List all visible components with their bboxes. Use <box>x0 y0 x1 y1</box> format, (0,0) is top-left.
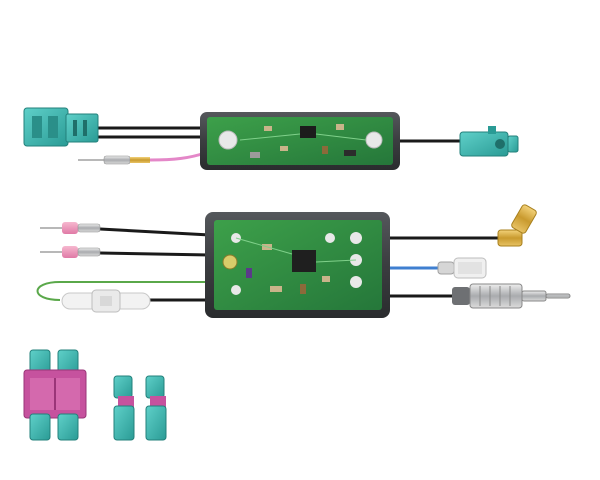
amplifier-housing-middle <box>205 212 390 318</box>
spade-terminal-blue <box>437 257 487 279</box>
amplifier-housing-top <box>200 112 400 170</box>
crimp-pin-pink <box>78 155 150 165</box>
product-fakra-adapter <box>23 107 519 170</box>
crimp-pin-pink-1 <box>40 222 101 234</box>
fakra-single-connector-1 <box>113 375 135 441</box>
fakra-double-connector-magenta <box>23 349 87 441</box>
din-antenna-plug <box>452 283 571 309</box>
product-fakra-connector-set <box>23 349 167 441</box>
smb-gold-connector <box>497 204 537 247</box>
crimp-pin-pink-2 <box>40 246 101 258</box>
inline-fuse-holder <box>61 289 151 313</box>
fakra-double-connector <box>23 107 99 147</box>
fakra-single-connector-2 <box>145 375 167 441</box>
product-amplifier-module <box>36 204 571 318</box>
fakra-connector-right <box>459 126 519 157</box>
